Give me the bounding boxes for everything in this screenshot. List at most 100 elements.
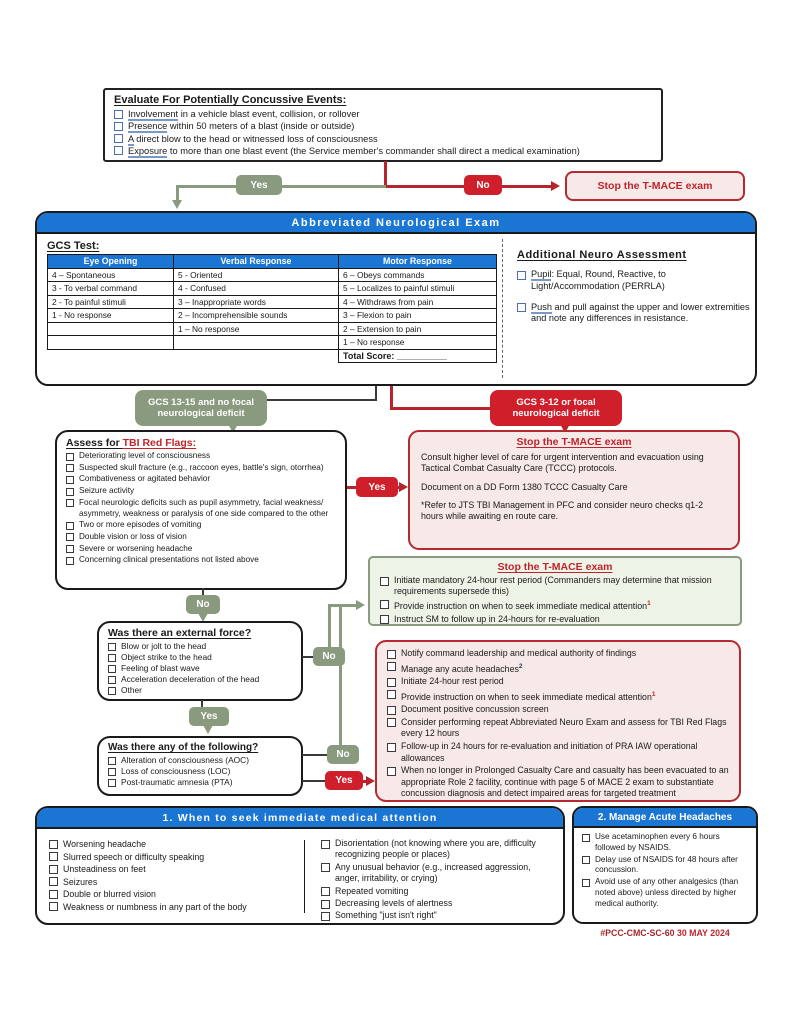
checklist-item: Repeated vomiting: [321, 886, 553, 897]
item-label: Concerning clinical presentations not li…: [79, 555, 259, 565]
stop-urgent-p1: Consult higher level of care for urgent …: [421, 452, 704, 474]
no-badge: No: [464, 175, 502, 195]
checkbox-icon[interactable]: [380, 615, 389, 624]
item-label: Unsteadiness on feet: [63, 864, 146, 875]
checkbox-icon[interactable]: [49, 877, 58, 887]
arrow-right-icon: [399, 482, 408, 492]
checkbox-icon[interactable]: [387, 766, 396, 776]
checklist-item: Suspected skull fracture (e.g., raccoon …: [66, 463, 336, 474]
checkbox-icon[interactable]: [387, 718, 396, 728]
checkbox-icon[interactable]: [66, 452, 74, 461]
checkbox-icon[interactable]: [108, 653, 116, 662]
checkbox-icon[interactable]: [66, 545, 74, 554]
item-label: Two or more episodes of vomiting: [79, 520, 202, 530]
connector-line: [264, 399, 377, 401]
checkbox-icon[interactable]: [108, 778, 116, 787]
checkbox-icon[interactable]: [380, 576, 389, 586]
checkbox-icon[interactable]: [108, 767, 116, 776]
checkbox-icon[interactable]: [66, 499, 74, 508]
checkbox-icon[interactable]: [114, 146, 123, 156]
checklist-item: Any unusual behavior (e.g., increased ag…: [321, 862, 553, 885]
checklist-item: Deteriorating level of consciousness: [66, 451, 336, 462]
item-label: Other: [121, 685, 142, 695]
connector-line: [202, 588, 204, 596]
checkbox-icon[interactable]: [321, 899, 330, 909]
item-label: Double vision or loss of vision: [79, 531, 187, 541]
checkbox-icon[interactable]: [66, 521, 74, 530]
assess-title: Assess for TBI Red Flags:: [66, 437, 197, 449]
checkbox-icon[interactable]: [321, 911, 330, 921]
checklist-item: Manage any acute headaches2: [387, 661, 729, 676]
checklist-item: Other: [108, 685, 292, 696]
checkbox-icon[interactable]: [108, 686, 116, 695]
checklist-item: Instruct SM to follow up in 24-hours for…: [380, 614, 730, 624]
checkbox-icon[interactable]: [380, 599, 389, 609]
item-label: Exposure to more than one blast event (t…: [128, 145, 580, 158]
checkbox-icon[interactable]: [49, 902, 58, 912]
neuro-exam-panel: Abbreviated Neurological Exam GCS Test: …: [35, 211, 757, 386]
checkbox-icon[interactable]: [108, 642, 116, 651]
checkbox-icon[interactable]: [517, 270, 526, 280]
checkbox-icon[interactable]: [49, 889, 58, 899]
checkbox-icon[interactable]: [49, 852, 58, 862]
checkbox-icon[interactable]: [582, 878, 590, 887]
item-label: When no longer in Prolonged Casualty Car…: [401, 765, 729, 799]
gcs-cell: 4 – Spontaneous: [47, 267, 174, 282]
arrow-down-icon: [172, 200, 182, 209]
arrow-down-icon: [560, 424, 570, 433]
attention-right-column: Disorientation (not knowing where you ar…: [321, 838, 553, 922]
gcs-cell-hidden: [48, 349, 174, 363]
checkbox-icon[interactable]: [66, 487, 74, 496]
item-label: Loss of consciousness (LOC): [121, 766, 231, 776]
manage-headaches-header: 2. Manage Acute Headaches: [574, 808, 756, 828]
checkbox-icon[interactable]: [114, 109, 123, 119]
any-following-box: Was there any of the following? Alterati…: [97, 736, 303, 796]
checkbox-icon[interactable]: [387, 649, 396, 659]
checklist-item: Two or more episodes of vomiting: [66, 520, 336, 531]
item-label: Decreasing levels of alertness: [335, 898, 453, 909]
checklist-item: Push and pull against the upper and lowe…: [517, 301, 755, 326]
checkbox-icon[interactable]: [66, 533, 74, 542]
checklist-item: Avoid use of any other analgesics (than …: [582, 877, 748, 909]
checkbox-icon[interactable]: [517, 303, 526, 313]
gcs-total-score-field[interactable]: Total Score: __________: [338, 348, 497, 363]
checkbox-icon[interactable]: [387, 690, 396, 700]
checklist-item: Something "just isn't right": [321, 910, 553, 921]
evaluate-title: Evaluate For Potentially Concussive Even…: [114, 94, 347, 106]
checkbox-icon[interactable]: [321, 863, 330, 873]
checklist-item: A direct blow to the head or witnessed l…: [114, 133, 652, 146]
checkbox-icon[interactable]: [49, 839, 58, 849]
checklist-item: Seizures: [49, 876, 294, 889]
checkbox-icon[interactable]: [108, 664, 116, 673]
checkbox-icon[interactable]: [387, 677, 396, 687]
checklist-item: Alteration of consciousness (AOC): [108, 755, 292, 766]
connector-line: [362, 780, 368, 783]
checklist-item: Unsteadiness on feet: [49, 863, 294, 876]
checkbox-icon[interactable]: [582, 856, 590, 865]
item-label: Acceleration deceleration of the head: [121, 674, 260, 684]
checkbox-icon[interactable]: [114, 134, 123, 144]
checkbox-icon[interactable]: [66, 475, 74, 484]
checkbox-icon[interactable]: [321, 887, 330, 897]
checkbox-icon[interactable]: [321, 839, 330, 849]
checklist-item: Exposure to more than one blast event (t…: [114, 145, 652, 158]
checklist-item: Notify command leadership and medical au…: [387, 648, 729, 660]
gcs-cell: 4 - Confused: [173, 281, 339, 296]
item-label: Seizures: [63, 876, 98, 887]
checklist-item: Worsening headache: [49, 838, 294, 851]
stop-urgent-p3: *Refer to JTS TBI Management in PFC and …: [421, 499, 704, 522]
checkbox-icon[interactable]: [582, 833, 590, 842]
checkbox-icon[interactable]: [66, 464, 74, 473]
checkbox-icon[interactable]: [108, 675, 116, 684]
checkbox-icon[interactable]: [387, 705, 396, 715]
checkbox-icon[interactable]: [387, 742, 396, 752]
checkbox-icon[interactable]: [66, 556, 74, 565]
checkbox-icon[interactable]: [49, 864, 58, 874]
checkbox-icon[interactable]: [114, 121, 123, 131]
item-label: Consider performing repeat Abbreviated N…: [401, 716, 727, 739]
checkbox-icon[interactable]: [108, 756, 116, 765]
checklist-item: Initiate mandatory 24-hour rest period (…: [380, 575, 730, 597]
checklist-item: Presence within 50 meters of a blast (in…: [114, 120, 652, 134]
checkbox-icon[interactable]: [387, 662, 396, 672]
checklist-item: Weakness or numbness in any part of the …: [49, 901, 294, 914]
